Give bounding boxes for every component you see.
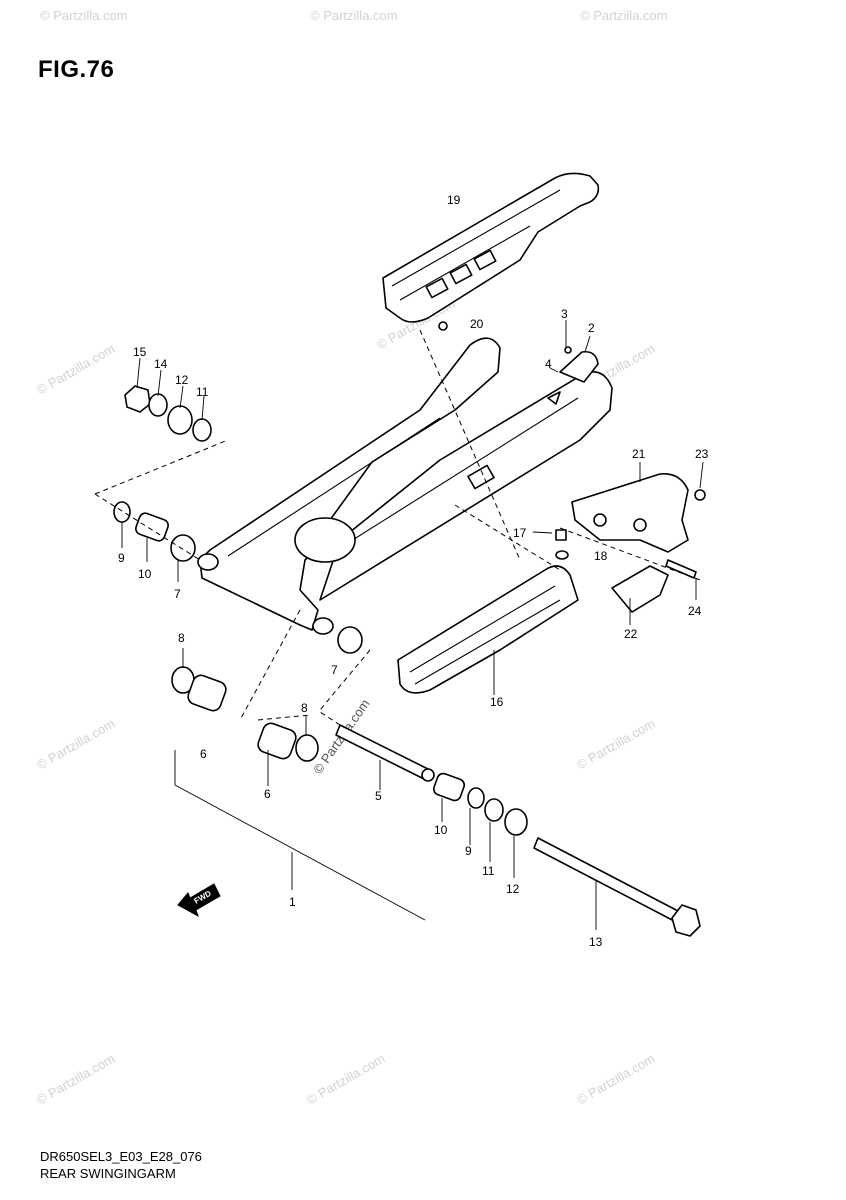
callout-5: 5 [375, 789, 382, 803]
callout-16: 16 [490, 695, 504, 709]
callout-24: 24 [688, 604, 702, 618]
watermark: © Partzilla.com [34, 716, 117, 773]
left-bushings [113, 501, 196, 562]
watermark: © Partzilla.com [40, 8, 128, 23]
callout-19: 19 [447, 193, 461, 207]
callout-15: 15 [133, 345, 147, 359]
callout-3: 3 [561, 307, 568, 321]
callout-20: 20 [470, 317, 484, 331]
figure-caption: DR650SEL3_E03_E28_076 REAR SWINGINGARM [40, 1148, 202, 1182]
chain-guard [382, 172, 600, 331]
callout-8b: 8 [301, 701, 308, 715]
pivot-shaft [533, 837, 701, 937]
callout-7a: 7 [174, 587, 181, 601]
watermark: © Partzilla.com [574, 1051, 657, 1108]
callout-2: 2 [588, 321, 595, 335]
pivot-pipe [335, 724, 528, 836]
callout-14: 14 [154, 357, 168, 371]
callout-4: 4 [545, 357, 552, 371]
callouts: 1 2 3 4 5 6 6 7 7 8 8 9 9 10 10 11 11 12… [118, 193, 709, 949]
figure-name: REAR SWINGINGARM [40, 1166, 176, 1181]
callout-10a: 10 [138, 567, 152, 581]
callout-18: 18 [594, 549, 608, 563]
footrest-bracket [571, 473, 689, 613]
callout-22: 22 [624, 627, 638, 641]
callout-8a: 8 [178, 631, 185, 645]
callout-6b: 6 [264, 787, 271, 801]
figure-code: DR650SEL3_E03_E28_076 [40, 1149, 202, 1164]
fwd-arrow-icon: FWD [177, 883, 221, 918]
pivot-nut-stack [124, 385, 212, 442]
callout-21: 21 [632, 447, 646, 461]
callout-9a: 9 [118, 551, 125, 565]
callout-9b: 9 [465, 844, 472, 858]
callout-6a: 6 [200, 747, 207, 761]
leader-lines [121, 320, 704, 930]
callout-7b: 7 [331, 663, 338, 677]
callout-1: 1 [289, 895, 296, 909]
watermark: © Partzilla.com [34, 341, 117, 398]
assembly-lines [94, 329, 701, 726]
watermark: © Partzilla.com [310, 8, 398, 23]
callout-10b: 10 [434, 823, 448, 837]
callout-17: 17 [513, 526, 527, 540]
watermark: © Partzilla.com [580, 8, 668, 23]
callout-12b: 12 [506, 882, 520, 896]
watermark: © Partzilla.com [574, 716, 657, 773]
callout-11a: 11 [196, 385, 209, 399]
lower-bushings [171, 626, 363, 762]
chain-buffer [397, 565, 579, 694]
callout-13: 13 [589, 935, 603, 949]
hardware [547, 346, 706, 579]
swingarm [197, 337, 613, 635]
callout-11b: 11 [482, 864, 495, 878]
callout-23: 23 [695, 447, 709, 461]
figure-title: FIG.76 [38, 56, 115, 83]
watermark: © Partzilla.com [34, 1051, 117, 1108]
watermark: © Partzilla.com [304, 1051, 387, 1108]
callout-12a: 12 [175, 373, 189, 387]
